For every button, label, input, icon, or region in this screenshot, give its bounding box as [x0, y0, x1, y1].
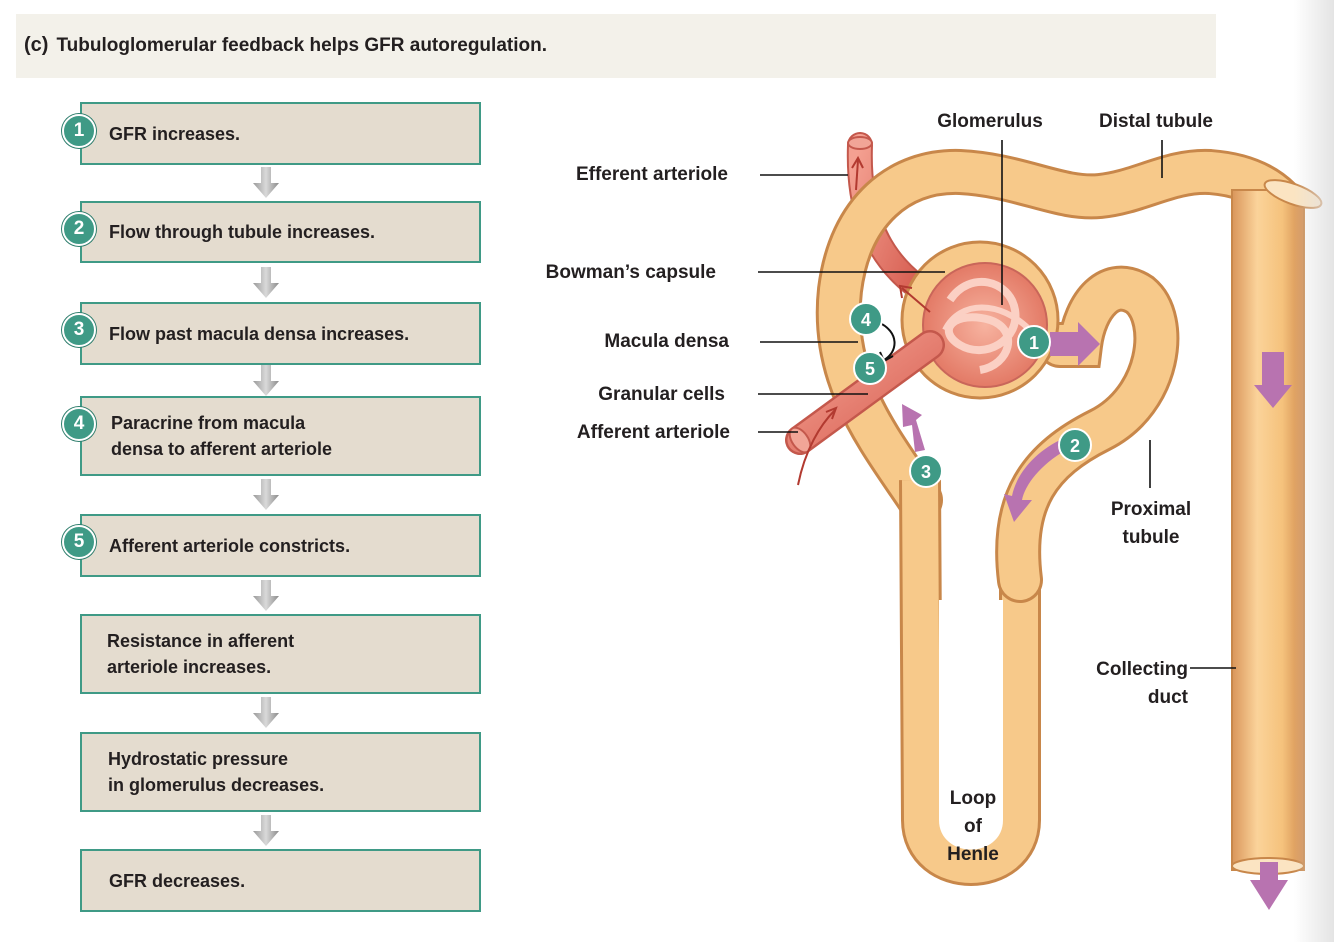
flow-step-5: Afferent arteriole constricts.: [80, 514, 481, 577]
flow-step-8-text: GFR decreases.: [109, 870, 246, 891]
flow-step-3-text: Flow past macula densa increases.: [109, 323, 410, 344]
label-collecting-duct-line1: Collecting: [1096, 659, 1188, 680]
right-edge-fade: [1294, 0, 1334, 942]
flow-step-1: GFR increases.: [80, 102, 481, 165]
down-arrow-icon: [253, 697, 279, 728]
diagram-marker-4-text: 4: [861, 310, 871, 330]
label-granular-cells: Granular cells: [598, 384, 725, 405]
bowmans-capsule: [900, 240, 1060, 400]
step-badge-4: 4: [62, 407, 96, 441]
flow-step-5-text: Afferent arteriole constricts.: [109, 535, 351, 556]
diagram-marker-2-text: 2: [1070, 436, 1080, 456]
diagram-marker-5-text: 5: [865, 359, 875, 379]
label-distal-tubule: Distal tubule: [1099, 111, 1213, 132]
flow-step-7: Hydrostatic pressure in glomerulus decre…: [80, 732, 481, 812]
step-badge-1: 1: [62, 114, 96, 148]
flow-step-7-text: Hydrostatic pressure in glomerulus decre…: [108, 749, 325, 795]
down-arrow-icon: [253, 167, 279, 198]
flow-step-3: Flow past macula densa increases.: [80, 302, 481, 365]
down-arrow-icon: [253, 267, 279, 298]
leader-lines: [758, 140, 1236, 669]
label-afferent-arteriole: Afferent arteriole: [577, 422, 730, 443]
flow-step-8: GFR decreases.: [80, 849, 481, 912]
flow-step-6-text: Resistance in afferent arteriole increas…: [107, 631, 295, 677]
label-proximal-tubule-line1: Proximal: [1111, 499, 1191, 520]
label-glomerulus: Glomerulus: [937, 111, 1043, 132]
diagram-marker-5: 5: [853, 351, 887, 385]
flow-arrow-icons: [902, 322, 1292, 910]
label-bowmans-capsule: Bowman’s capsule: [546, 262, 716, 283]
flow-step-2-text: Flow through tubule increases.: [109, 222, 376, 242]
label-macula-densa: Macula densa: [604, 331, 729, 352]
step-badge-5: 5: [62, 525, 96, 559]
down-arrow-icon: [253, 815, 279, 846]
down-arrow-icon: [253, 365, 279, 396]
step-badge-2: 2: [62, 212, 96, 246]
label-loop-line1: Loop: [950, 788, 996, 809]
label-proximal-tubule-line2: tubule: [1123, 527, 1180, 548]
diagram-marker-1: 1: [1017, 325, 1051, 359]
diagram-marker-4: 4: [849, 302, 883, 336]
figure-caption: (c) Tubuloglomerular feedback helps GFR a…: [24, 34, 547, 57]
flow-step-4: Paracrine from macula densa to afferent …: [80, 396, 481, 476]
figure-title: Tubuloglomerular feedback helps GFR auto…: [56, 35, 547, 56]
flow-step-4-text: Paracrine from macula densa to afferent …: [111, 413, 333, 459]
flow-step-1-text: GFR increases.: [109, 123, 241, 144]
afferent-arteriole-vessel: [785, 284, 945, 486]
label-efferent-arteriole: Efferent arteriole: [576, 164, 728, 185]
label-loop-line3: Henle: [947, 844, 999, 865]
diagram-marker-3: 3: [909, 454, 943, 488]
flow-step-2: Flow through tubule increases.: [80, 201, 481, 263]
header-band: [16, 14, 1216, 78]
step-badge-3: 3: [62, 313, 96, 347]
diagram-marker-2: 2: [1058, 428, 1092, 462]
label-loop-line2: of: [964, 816, 983, 837]
panel-tag: (c): [24, 34, 49, 56]
diagram-marker-1-text: 1: [1029, 333, 1039, 353]
flow-step-6: Resistance in afferent arteriole increas…: [80, 614, 481, 694]
diagram-marker-3-text: 3: [921, 462, 931, 482]
down-arrow-icon: [253, 479, 279, 510]
tubule-system: [815, 148, 1323, 886]
label-collecting-duct-line2: duct: [1148, 687, 1189, 708]
down-arrow-icon: [253, 580, 279, 611]
curved-arrow-icon: [877, 321, 896, 361]
